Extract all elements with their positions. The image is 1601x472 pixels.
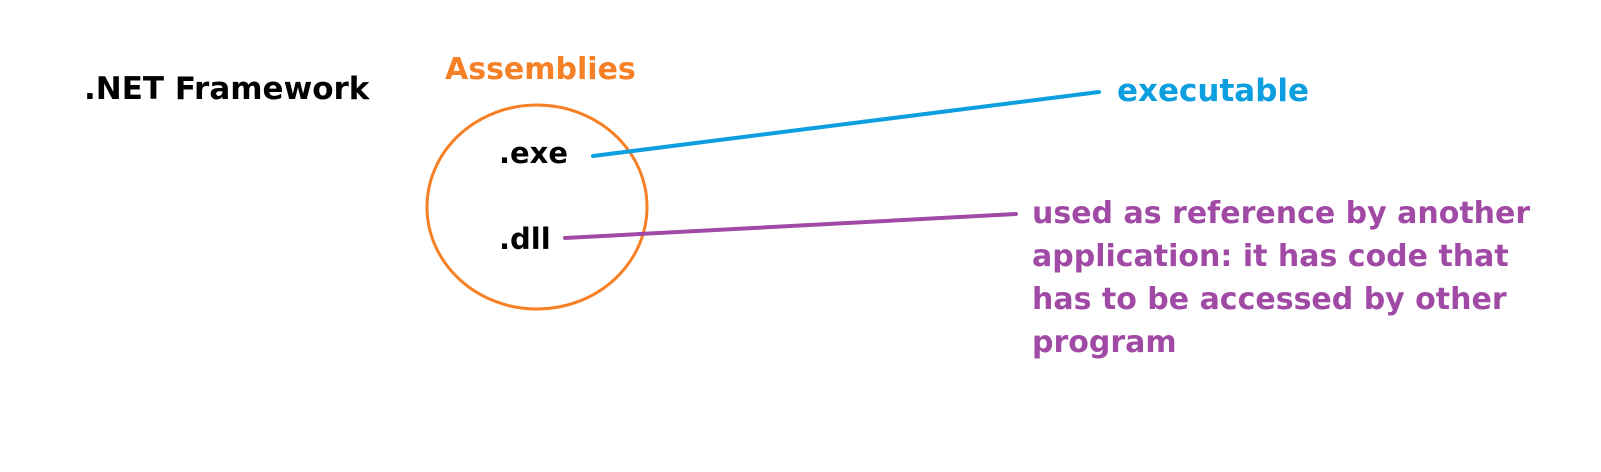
dll-connector-line xyxy=(563,212,1018,240)
dll-description: used as reference by another application… xyxy=(1032,196,1531,360)
exe-label: .exe xyxy=(499,136,569,170)
framework-label: .NET Framework xyxy=(84,71,370,107)
exe-description: executable xyxy=(1117,73,1310,109)
exe-connector-line xyxy=(591,90,1101,158)
assemblies-title: Assemblies xyxy=(445,52,636,87)
assemblies-circle xyxy=(425,103,649,311)
dll-label: .dll xyxy=(499,222,551,256)
